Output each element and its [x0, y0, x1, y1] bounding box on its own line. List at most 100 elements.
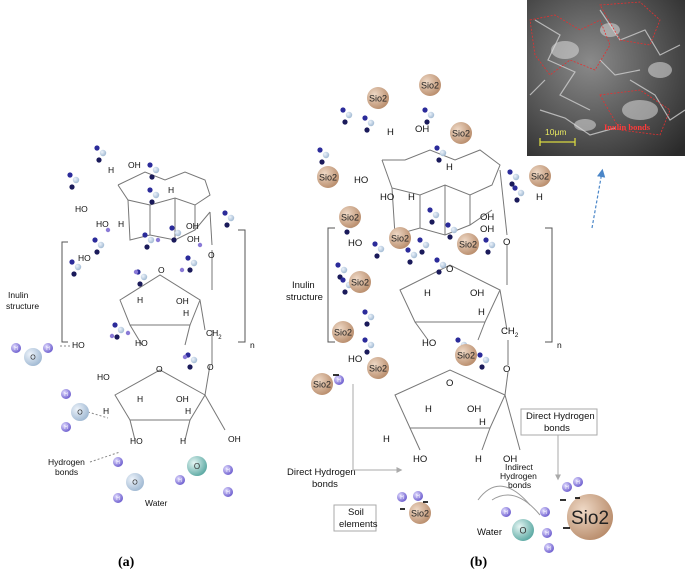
svg-text:H: H	[116, 460, 120, 466]
atom-label: H	[137, 394, 143, 404]
top-ring-a	[117, 171, 213, 246]
hydrogen-atom: H	[562, 482, 572, 492]
atom-dot	[483, 237, 489, 243]
atom-label: OH	[176, 296, 189, 306]
atom-dot	[342, 289, 348, 295]
bottom-ring-b	[394, 340, 521, 451]
atom-dot	[436, 157, 442, 163]
sio2-particle: Sio2	[409, 502, 431, 524]
atom-label: H	[168, 185, 174, 195]
oxygen-atom	[190, 356, 198, 364]
sio2-particle: Sio2	[567, 494, 613, 540]
atom-label: OH	[480, 224, 494, 235]
atom-labels-a: H OH H HO HO H OH OH O HO O H OH H HO HO…	[72, 160, 241, 446]
atom-label: HO	[130, 436, 143, 446]
atom-dot	[374, 253, 380, 259]
sio2-particle: Sio2	[311, 373, 333, 395]
water-label-a: Water	[145, 498, 168, 508]
atom-label: H	[425, 404, 432, 415]
sem-red-outline	[529, 1, 671, 136]
oxygen-atom	[72, 176, 80, 184]
svg-text:H: H	[337, 378, 341, 384]
atom-dot	[417, 237, 423, 243]
svg-text:H: H	[64, 425, 68, 431]
atom-dot	[455, 337, 461, 343]
oxygen-atom	[340, 266, 348, 274]
ch2-label-a: CH2	[206, 328, 222, 341]
panel-a: n H OH H HO HO H OH OH O HO O H OH H HO …	[6, 160, 255, 570]
atom-label: H	[536, 192, 543, 203]
oxygen-atom: O	[126, 473, 144, 491]
svg-text:O: O	[194, 462, 200, 471]
atom-dot	[342, 119, 348, 125]
oxygen-atom	[147, 236, 155, 244]
atom-label: H	[137, 295, 143, 305]
atom-dot	[424, 119, 430, 125]
atom-label: O	[207, 362, 214, 372]
svg-text:O: O	[30, 355, 36, 362]
atom-dot	[137, 281, 143, 287]
oxygen-atom	[422, 241, 430, 249]
svg-text:H: H	[46, 346, 50, 352]
atom-dot	[94, 145, 100, 151]
oxygen-atom	[74, 263, 82, 271]
svg-text:H: H	[226, 468, 230, 474]
atom-dot	[317, 147, 323, 153]
hydrogen-atom: H	[540, 507, 550, 517]
atom-label: H	[103, 406, 109, 416]
atom-label: OH	[176, 394, 189, 404]
svg-text:Sio2: Sio2	[571, 508, 609, 529]
hydrogen-atom: H	[397, 492, 407, 502]
svg-text:H: H	[547, 546, 551, 552]
sem-inset: 10μm Inulin bonds	[527, 0, 685, 156]
sio2-particle: Sio2	[457, 233, 479, 255]
atom-dot	[479, 364, 485, 370]
sio2-particle: Sio2	[455, 344, 477, 366]
oxygen-atom	[322, 151, 330, 159]
atom-label: OH	[415, 124, 429, 135]
atom-dot	[485, 249, 491, 255]
oxygen-atom	[377, 245, 385, 253]
sem-scale-label: 10μm	[545, 127, 566, 137]
sem-pointer-arrow	[591, 168, 606, 229]
oxygen-atom	[367, 313, 375, 321]
caption-b: (b)	[470, 555, 487, 570]
sio2-particle: Sio2	[332, 321, 354, 343]
svg-text:Sio2: Sio2	[369, 93, 387, 103]
atom-dot	[319, 159, 325, 165]
atom-label: H	[446, 162, 453, 173]
hydrogen-atom: H	[43, 343, 53, 353]
atom-label: H	[387, 127, 394, 138]
atom-dot	[512, 185, 518, 191]
atom-dot	[224, 222, 230, 228]
svg-text:H: H	[565, 485, 569, 491]
atom-dot	[364, 321, 370, 327]
atom-dot	[69, 259, 75, 265]
atom-dot	[422, 107, 428, 113]
atom-label: H	[479, 417, 486, 428]
atom-label: H	[383, 434, 390, 445]
atom-dot	[155, 237, 161, 243]
atom-dot	[147, 162, 153, 168]
svg-text:Sio2: Sio2	[313, 379, 331, 389]
oxygen-atom	[427, 111, 435, 119]
atom-dot	[477, 352, 483, 358]
hydrogen-atom: H	[61, 389, 71, 399]
oxygen-atom	[190, 259, 198, 267]
hydrogen-atom: H	[113, 457, 123, 467]
atom-label: HO	[75, 204, 88, 214]
atom-dot	[436, 269, 442, 275]
atom-dot	[447, 234, 453, 240]
svg-text:H: H	[416, 494, 420, 500]
bottom-ring-a	[114, 330, 226, 441]
hydrogen-atom: H	[334, 375, 344, 385]
atom-label: H	[108, 165, 114, 175]
oxygen-atom	[117, 326, 125, 334]
oxygen-atom	[345, 111, 353, 119]
atom-label: HO	[380, 192, 394, 203]
